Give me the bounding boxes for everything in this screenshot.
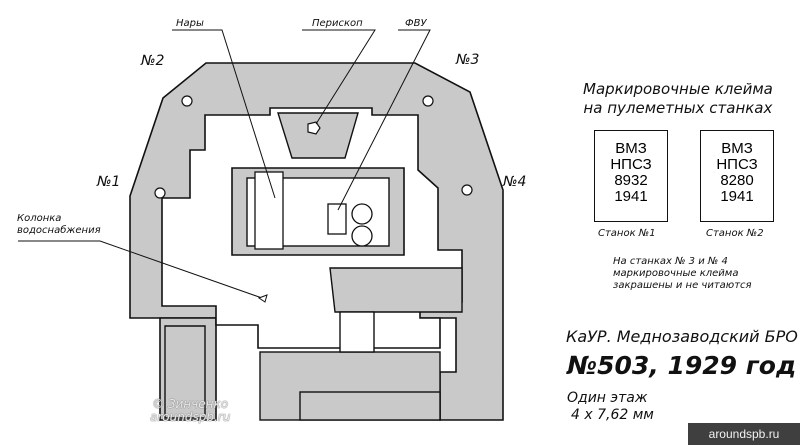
fvu-filter-icon [351, 225, 373, 247]
embrasure-label-4: №4 [502, 174, 526, 190]
stamp-line: 1941 [614, 188, 648, 205]
bottom-room [299, 391, 441, 421]
embrasure-label-2: №2 [140, 53, 165, 69]
embrasure-icon [422, 95, 434, 107]
stamps-note: На станках № 3 и № 4 маркировочные клейм… [613, 256, 752, 291]
lower-left-block [164, 325, 206, 419]
leader-line [172, 29, 276, 199]
stamp-line: 8280 [720, 172, 754, 189]
embrasure-label-3: №3 [455, 52, 479, 68]
embrasure-label-1: №1 [96, 174, 120, 190]
stamp-line: ВМЗ [721, 140, 753, 157]
embrasure-icon [181, 95, 193, 107]
stamp-caption-2: Станок №2 [706, 228, 764, 239]
embrasure-icon [154, 187, 166, 199]
bunker-floors: Один этаж [567, 390, 648, 406]
fvu-box-icon [327, 203, 347, 235]
stamp-line: НПСЗ [610, 156, 652, 173]
periscope-niche [277, 112, 359, 159]
site-footer-badge: aroundspb.ru [688, 423, 800, 445]
bunks-icon [254, 171, 284, 250]
corridor-block [329, 267, 463, 313]
passage-opening [339, 311, 375, 353]
stamp-line: ВМЗ [615, 140, 647, 157]
periscope-icon [307, 121, 321, 135]
bunker-title: КаУР. Меднозаводский БРО [566, 327, 798, 346]
bunker-number: №503, 1929 год [567, 351, 797, 380]
fvu-filter-icon [351, 203, 373, 225]
stamp-2: ВМЗ НПСЗ 8280 1941 [700, 130, 774, 222]
bunks-label: Нары [176, 18, 204, 29]
water-supply-icon [257, 294, 268, 303]
bunker-armament: 4 х 7,62 мм [571, 407, 654, 423]
credit-site: aroundspb.ru [150, 410, 231, 424]
leader-line [18, 240, 263, 299]
leader-line [302, 29, 376, 125]
leader-line [337, 29, 431, 211]
stamps-heading: Маркировочные клейма на пулеметных станк… [583, 80, 773, 117]
stamp-line: 1941 [720, 188, 754, 205]
stamp-line: 8932 [614, 172, 648, 189]
credit-author: © Зинченко [152, 397, 229, 411]
periscope-label: Перископ [312, 18, 363, 29]
stamp-1: ВМЗ НПСЗ 8932 1941 [594, 130, 668, 222]
stamp-line: НПСЗ [716, 156, 758, 173]
water-supply-label: Колонка водоснабжения [17, 213, 101, 236]
stamp-caption-1: Станок №1 [598, 228, 656, 239]
fvu-label: ФВУ [405, 18, 427, 29]
embrasure-icon [461, 184, 473, 196]
